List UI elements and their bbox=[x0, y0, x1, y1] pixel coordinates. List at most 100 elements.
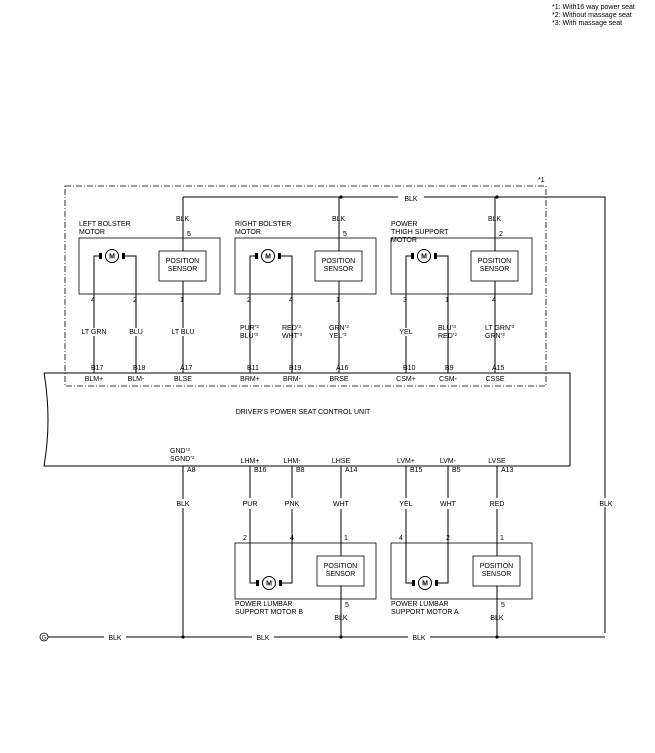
bottom-blk-2: BLK bbox=[256, 635, 270, 642]
position-sensor-label: SENSOR bbox=[168, 266, 198, 273]
connector-pin: A15 bbox=[492, 365, 505, 372]
motor-wire-b bbox=[281, 543, 293, 584]
unit-terminal: LVSE bbox=[488, 458, 506, 465]
seat-motors: LEFT BOLSTERMOTORBLK5POSITIONSENSORM4LT … bbox=[78, 197, 533, 383]
seat-motor-1: LEFT BOLSTERMOTORBLK5POSITIONSENSORM4LT … bbox=[78, 197, 221, 383]
motor-name: SUPPORT MOTOR B bbox=[235, 609, 303, 616]
motor-name: THIGH SUPPORT bbox=[391, 229, 449, 236]
wire-color: LT GRN*3 bbox=[485, 324, 515, 332]
motor-wire-a bbox=[249, 543, 256, 584]
motor-symbol-label: M bbox=[421, 254, 427, 261]
motor-name: SUPPORT MOTOR A bbox=[391, 609, 459, 616]
motor-wire-a bbox=[405, 543, 412, 584]
motor-name: MOTOR bbox=[391, 237, 417, 244]
pin-number: 4 bbox=[91, 297, 95, 304]
footnote-1: *1: With16 way power seat bbox=[552, 4, 635, 11]
gnd-wire-label-bg bbox=[174, 499, 192, 508]
top-blk-label-bg bbox=[398, 193, 424, 201]
motor-name: LEFT BOLSTER bbox=[79, 221, 131, 228]
pin-number: 5 bbox=[187, 231, 191, 238]
connector-pin: B15 bbox=[410, 467, 423, 474]
pin-number: 4 bbox=[399, 535, 403, 542]
unit-terminal: LHM+ bbox=[241, 458, 260, 465]
splice-dot bbox=[181, 635, 185, 639]
frame-marker: *1 bbox=[538, 177, 545, 184]
wire-color: PUR bbox=[243, 501, 258, 508]
wire-color: YEL bbox=[399, 501, 412, 508]
position-sensor-label: POSITION bbox=[478, 258, 511, 265]
unit-terminal: CSM+ bbox=[396, 376, 416, 383]
control-unit-box bbox=[43, 372, 571, 467]
position-sensor-label: SENSOR bbox=[326, 571, 356, 578]
position-sensor-label: POSITION bbox=[322, 258, 355, 265]
position-sensor-label: POSITION bbox=[480, 563, 513, 570]
wire-color: GRN*2 bbox=[485, 332, 505, 340]
unit-terminal: LHSE bbox=[332, 458, 351, 465]
motor-icon: M bbox=[255, 249, 281, 263]
motor-wire-b bbox=[437, 543, 449, 584]
motor-symbol-label: M bbox=[422, 581, 428, 588]
motor-name: POWER LUMBAR bbox=[235, 601, 293, 608]
wire-color: RED bbox=[490, 501, 505, 508]
pin-number: 5 bbox=[345, 602, 349, 609]
connector-pin: B19 bbox=[289, 365, 302, 372]
seat-motor-2: RIGHT BOLSTERMOTORBLK5POSITIONSENSORM2PU… bbox=[234, 197, 377, 383]
splice-dot bbox=[495, 195, 499, 199]
pin-number: 2 bbox=[499, 231, 503, 238]
right-blk-label: BLK bbox=[599, 501, 613, 508]
ground-symbol-label: G bbox=[42, 636, 47, 642]
wire-color: GRN*2 bbox=[329, 324, 349, 332]
splice-dot bbox=[495, 635, 499, 639]
right-blk-bg bbox=[596, 498, 616, 507]
top-blk-text: BLK bbox=[404, 196, 418, 203]
sgnd-label: SGND*2 bbox=[170, 455, 195, 463]
connector-pin: A13 bbox=[501, 467, 514, 474]
wire-color: BLU*3 bbox=[240, 332, 258, 340]
footnotes: *1: With16 way power seat *2: Without ma… bbox=[552, 4, 635, 27]
connector-pin: B8 bbox=[296, 467, 305, 474]
position-sensor-label: SENSOR bbox=[482, 571, 512, 578]
unit-terminal: LVM+ bbox=[397, 458, 415, 465]
pin-number: 1 bbox=[344, 535, 348, 542]
ground-symbol bbox=[39, 632, 49, 642]
unit-terminal: LHM- bbox=[283, 458, 301, 465]
wire-color: BLU bbox=[129, 329, 143, 336]
wire-color: PNK bbox=[285, 501, 300, 508]
wire-color: RED*2 bbox=[282, 324, 302, 332]
motor-wire-b bbox=[437, 255, 449, 373]
lumbar-motor-2: LVM+B15YEL4LVM-B5WHT2LVSEA13RED1POSITION… bbox=[390, 458, 533, 637]
lumbar-motors: LHM+B16PUR2LHM-B8PNK4LHSEA14WHT1POSITION… bbox=[234, 458, 533, 637]
wire-color: RED*2 bbox=[438, 332, 458, 340]
gnd-wire-color: BLK bbox=[176, 501, 190, 508]
position-sensor-label: POSITION bbox=[166, 258, 199, 265]
wire-color: BLU*3 bbox=[438, 324, 456, 332]
position-sensor-label: SENSOR bbox=[324, 266, 354, 273]
motor-icon: M bbox=[256, 576, 282, 590]
bus-label-bg bbox=[104, 633, 126, 641]
motor-symbol-label: M bbox=[266, 581, 272, 588]
seat-frame-boundary bbox=[64, 185, 547, 387]
wire-color: PUR*2 bbox=[240, 324, 260, 332]
gnd-terminal: GND*3 SGND*2 A8 BLK bbox=[170, 447, 196, 637]
unit-terminal: BLM- bbox=[128, 376, 145, 383]
motor-symbol-label: M bbox=[265, 254, 271, 261]
unit-terminal: BLSE bbox=[174, 376, 192, 383]
connector-pin: B16 bbox=[254, 467, 267, 474]
unit-terminal: BRM+ bbox=[240, 376, 260, 383]
wire-color: LT GRN bbox=[81, 329, 106, 336]
pin-number: 4 bbox=[289, 297, 293, 304]
connector-pin: A16 bbox=[336, 365, 349, 372]
wire-color: YEL*3 bbox=[329, 332, 347, 340]
blk-wire-color: BLK bbox=[176, 216, 190, 223]
connector-pin: B17 bbox=[91, 365, 104, 372]
pin-number: 2 bbox=[243, 535, 247, 542]
connector-pin: B5 bbox=[452, 467, 461, 474]
wire-color: LT BLU bbox=[171, 329, 194, 336]
blk-wire-color: BLK bbox=[488, 216, 502, 223]
